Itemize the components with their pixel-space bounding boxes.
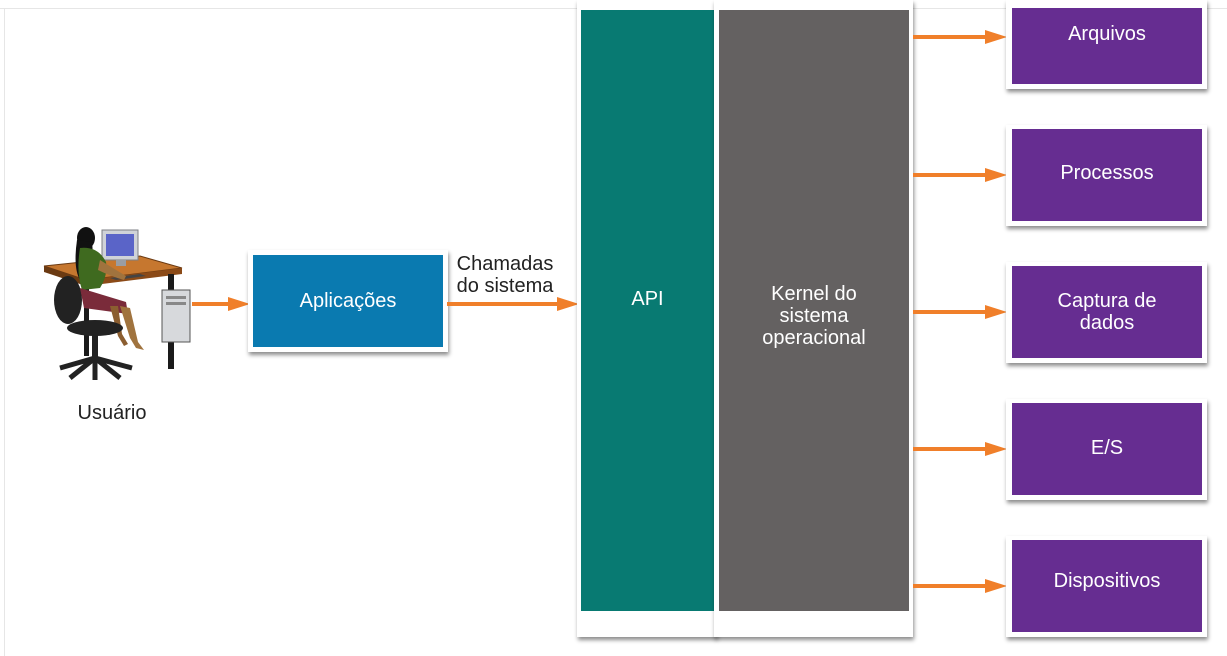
dispositivos-label: Dispositivos xyxy=(1053,570,1161,592)
captura-label-line2: dados xyxy=(1079,312,1135,334)
kernel-label: Kernel do sistema operacional xyxy=(762,283,865,349)
syscall-label-line2: do sistema xyxy=(456,275,554,297)
kernel-fill: Kernel do sistema operacional xyxy=(719,10,909,611)
api-fill: API xyxy=(581,10,714,611)
user-label: Usuário xyxy=(77,402,147,424)
es-label: E/S xyxy=(1090,437,1124,459)
arquivos-label: Arquivos xyxy=(1068,23,1146,45)
arrow-kernel-to-captura xyxy=(913,305,1007,319)
processos-label: Processos xyxy=(1060,162,1154,184)
kernel-box: Kernel do sistema operacional xyxy=(714,0,913,637)
applications-label: Aplicações xyxy=(299,290,397,312)
kernel-label-line1: Kernel do xyxy=(771,283,857,305)
left-border xyxy=(4,8,5,656)
es-box: E/S xyxy=(1006,399,1207,500)
syscall-label: Chamadas do sistema xyxy=(446,253,564,297)
arrow-kernel-to-processos xyxy=(913,168,1007,182)
applications-box: Aplicações xyxy=(248,250,448,352)
arrow-user-to-applications xyxy=(192,297,250,311)
arrow-kernel-to-dispositivos xyxy=(913,579,1007,593)
arquivos-box: Arquivos xyxy=(1006,0,1207,89)
user-at-desk-illustration xyxy=(40,218,195,388)
api-label: API xyxy=(631,288,664,310)
arrow-applications-to-api xyxy=(447,297,579,311)
syscall-label-line1: Chamadas xyxy=(456,253,554,275)
arrow-kernel-to-arquivos xyxy=(913,30,1007,44)
dispositivos-box: Dispositivos xyxy=(1006,536,1207,637)
arrow-kernel-to-es xyxy=(913,442,1007,456)
api-box: API xyxy=(577,0,717,637)
captura-label: Captura de dados xyxy=(1058,290,1157,334)
user-workstation-icon xyxy=(43,227,191,380)
kernel-label-line2: sistema xyxy=(779,305,849,327)
kernel-label-line3: operacional xyxy=(762,327,866,349)
captura-box: Captura de dados xyxy=(1006,262,1207,363)
captura-label-line1: Captura de xyxy=(1057,290,1157,312)
processos-box: Processos xyxy=(1006,125,1207,226)
